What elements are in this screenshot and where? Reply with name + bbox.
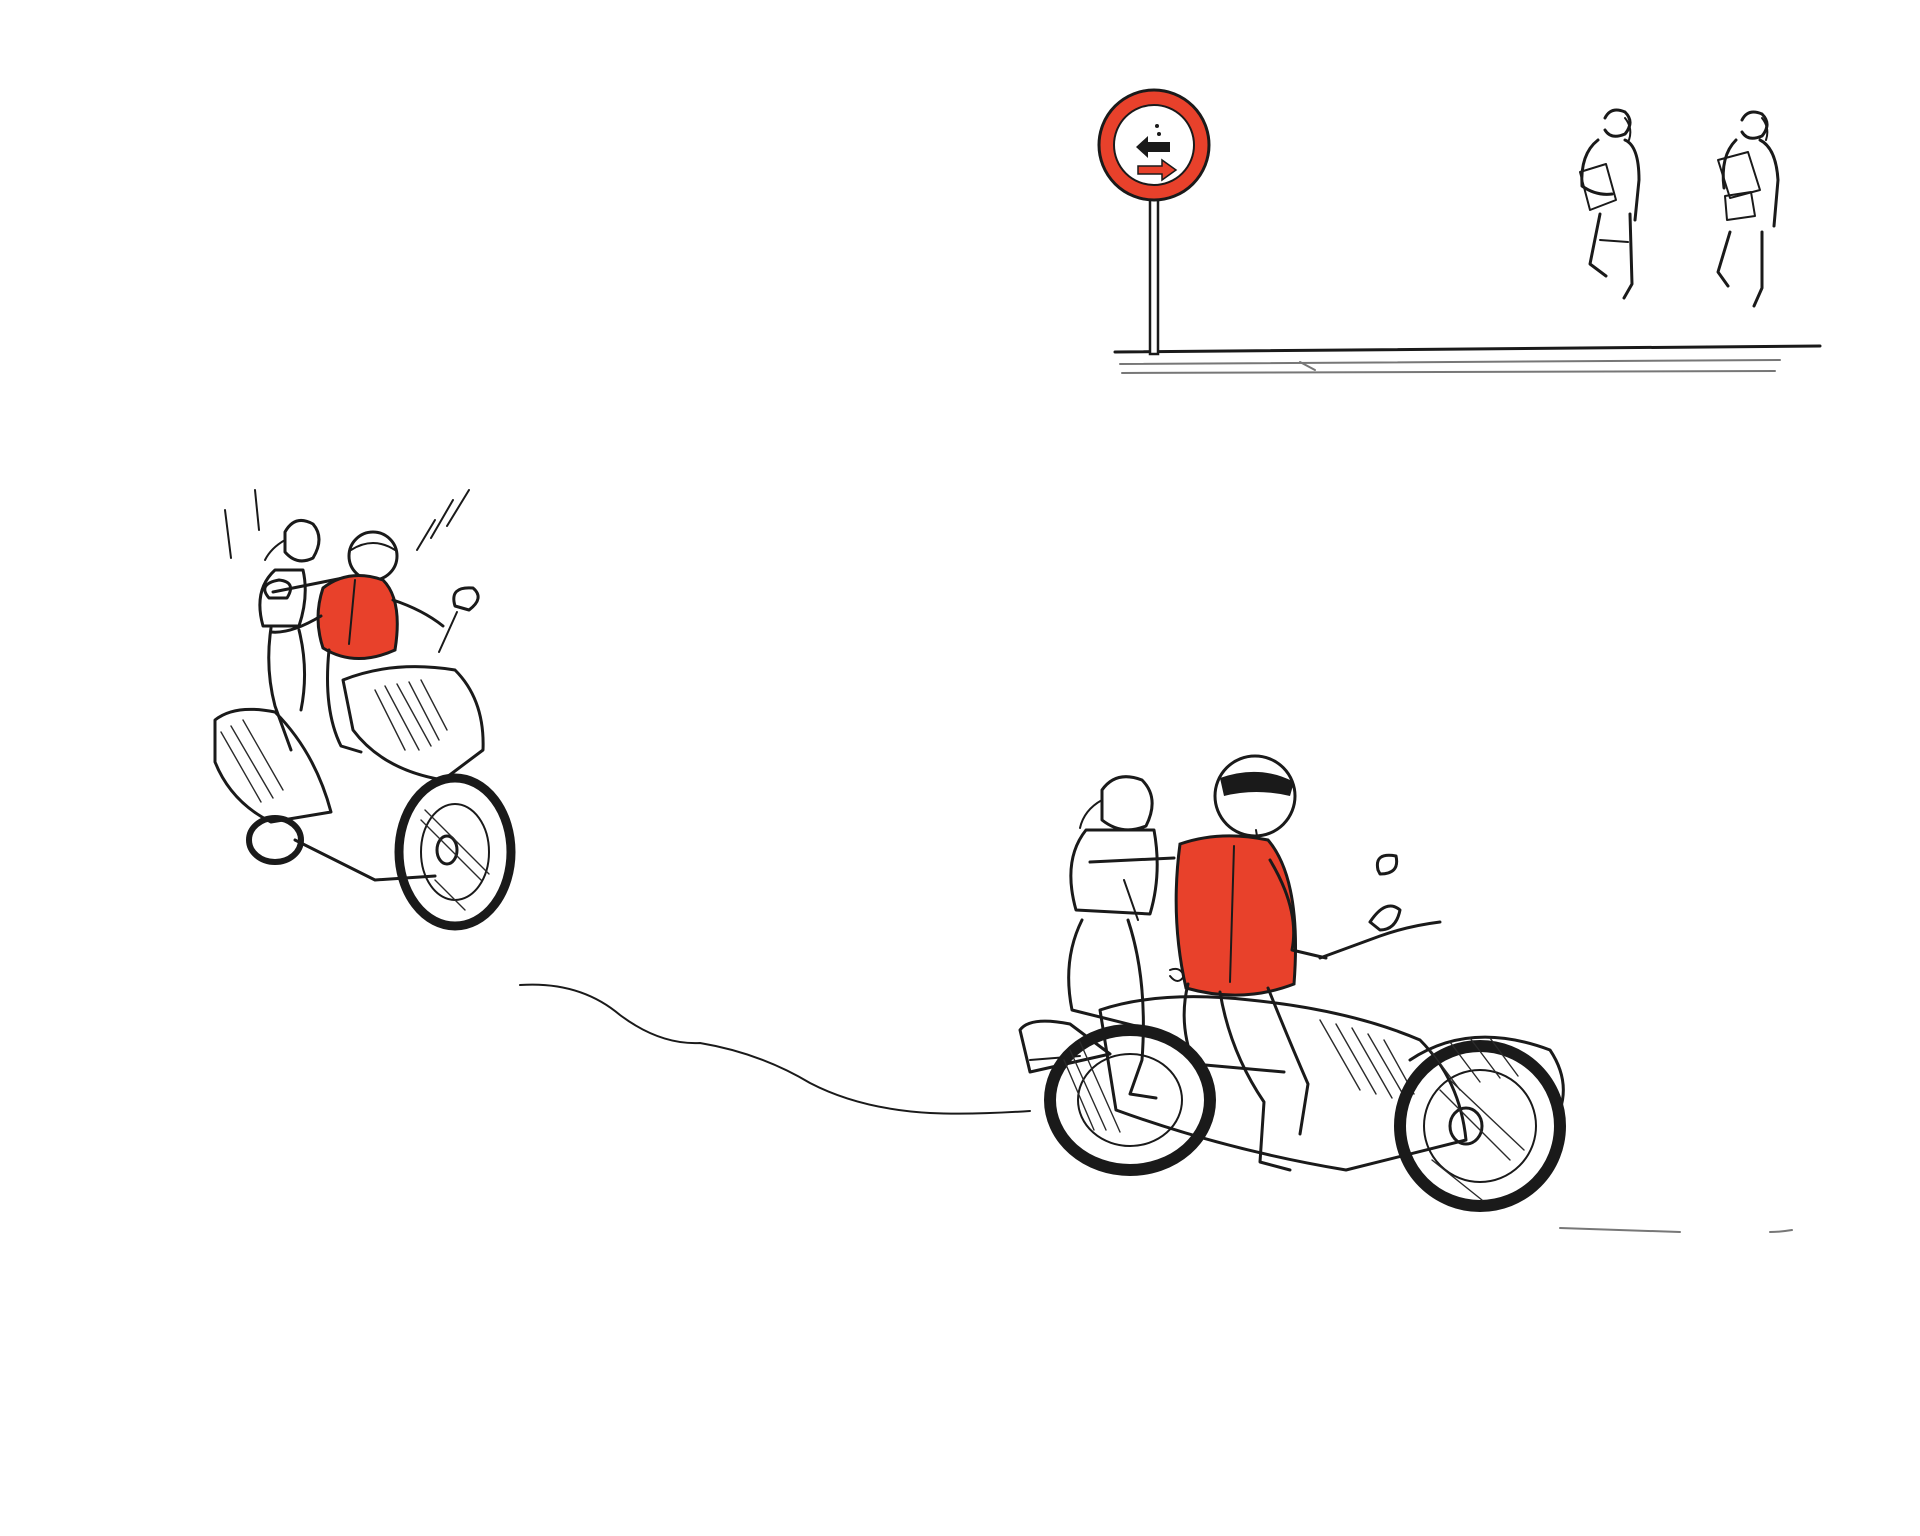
road-path (1559, 1227, 1793, 1233)
motorcycle-icon (1018, 754, 1566, 1212)
road-path (519, 983, 1031, 1115)
roadside-scene (1097, 88, 1822, 374)
no-u-turn-sign-icon (1097, 88, 1211, 356)
motorcycle-icon (213, 489, 516, 931)
road-edge (1113, 344, 1822, 374)
pedestrian-icon (1579, 108, 1641, 300)
speed-lines (224, 489, 470, 559)
pedestrian-icon (1716, 110, 1780, 308)
